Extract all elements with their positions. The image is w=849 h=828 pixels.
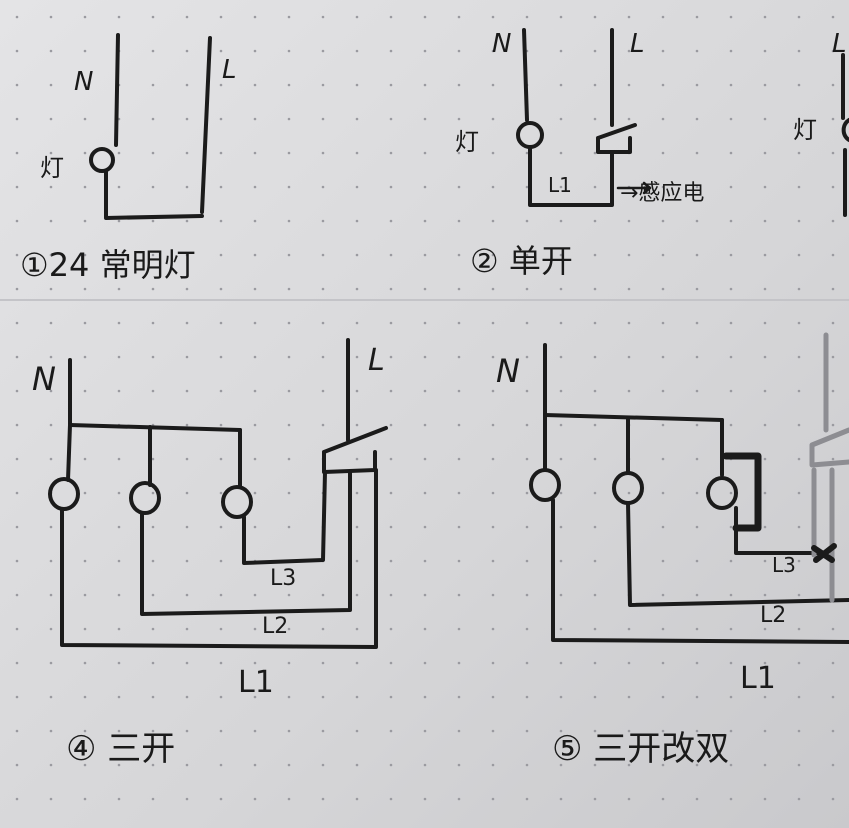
d5-return-l3 xyxy=(734,506,822,555)
d1-return-wire xyxy=(104,169,204,220)
diagram-5-three-to-double xyxy=(529,343,849,644)
diagram-1-always-on-lamp xyxy=(89,33,212,220)
d5-scribble-mark xyxy=(811,543,837,563)
d1-label-n: N xyxy=(74,67,93,97)
d5-label-l3: L3 xyxy=(772,553,796,577)
d2-return-wire xyxy=(528,145,614,207)
d5-jumper-bold xyxy=(722,452,762,532)
d2-arrow-icon xyxy=(616,181,652,195)
d4-label-l1: L1 xyxy=(238,665,274,700)
d5-label-l2: L2 xyxy=(760,603,786,628)
d2-label-n: N xyxy=(492,29,511,59)
d3-label-lamp: 灯 xyxy=(793,116,817,144)
d1-label-l: L xyxy=(222,55,237,85)
d4-neutral-bus xyxy=(68,423,242,432)
d4-label-l3: L3 xyxy=(270,566,296,591)
d3-lamp-icon xyxy=(841,118,849,142)
d5-return-l2 xyxy=(626,501,849,607)
d5-erased-switch xyxy=(809,332,849,603)
d3-label-l: L xyxy=(832,29,847,59)
d4-label-n: N xyxy=(32,360,56,398)
d2-note: →感应电 xyxy=(620,181,704,206)
d5-lamp-1-icon xyxy=(529,468,561,502)
d1-caption: ①24 常明灯 xyxy=(20,246,196,284)
d2-neutral-wire xyxy=(522,28,529,122)
d4-drop-lamp-1 xyxy=(66,423,72,482)
d5-label-n: N xyxy=(496,352,520,390)
d1-lamp-icon xyxy=(89,147,115,173)
d4-return-l2 xyxy=(140,470,352,616)
d2-label-lamp: 灯 xyxy=(455,128,479,156)
d4-caption: ④ 三开 xyxy=(66,729,175,769)
d2-label-l: L xyxy=(630,29,645,59)
d4-lamp-2-icon xyxy=(129,481,161,515)
d5-return-l1 xyxy=(551,498,849,644)
d2-label-line: L1 xyxy=(548,173,572,197)
d4-return-l1 xyxy=(60,468,378,649)
d1-live-wire xyxy=(200,36,212,214)
diagram-2-single-switch xyxy=(516,28,652,207)
diagram-3-partial xyxy=(841,53,849,217)
d5-caption: ⑤ 三开改双 xyxy=(552,729,729,769)
d2-caption: ② 单开 xyxy=(470,242,573,280)
diagram-4-three-switch xyxy=(48,338,388,649)
d4-return-l3 xyxy=(242,470,327,565)
d5-lamp-3-icon xyxy=(706,476,738,510)
d4-label-l2: L2 xyxy=(262,614,288,639)
d5-erased-switch-icon xyxy=(809,427,849,468)
d4-lamp-3-icon xyxy=(221,485,253,519)
d1-neutral-wire xyxy=(114,33,120,147)
d5-neutral-bus xyxy=(543,413,724,422)
d4-label-l: L xyxy=(368,343,385,378)
d5-label-l1: L1 xyxy=(740,661,776,696)
d1-label-lamp: 灯 xyxy=(40,154,64,182)
